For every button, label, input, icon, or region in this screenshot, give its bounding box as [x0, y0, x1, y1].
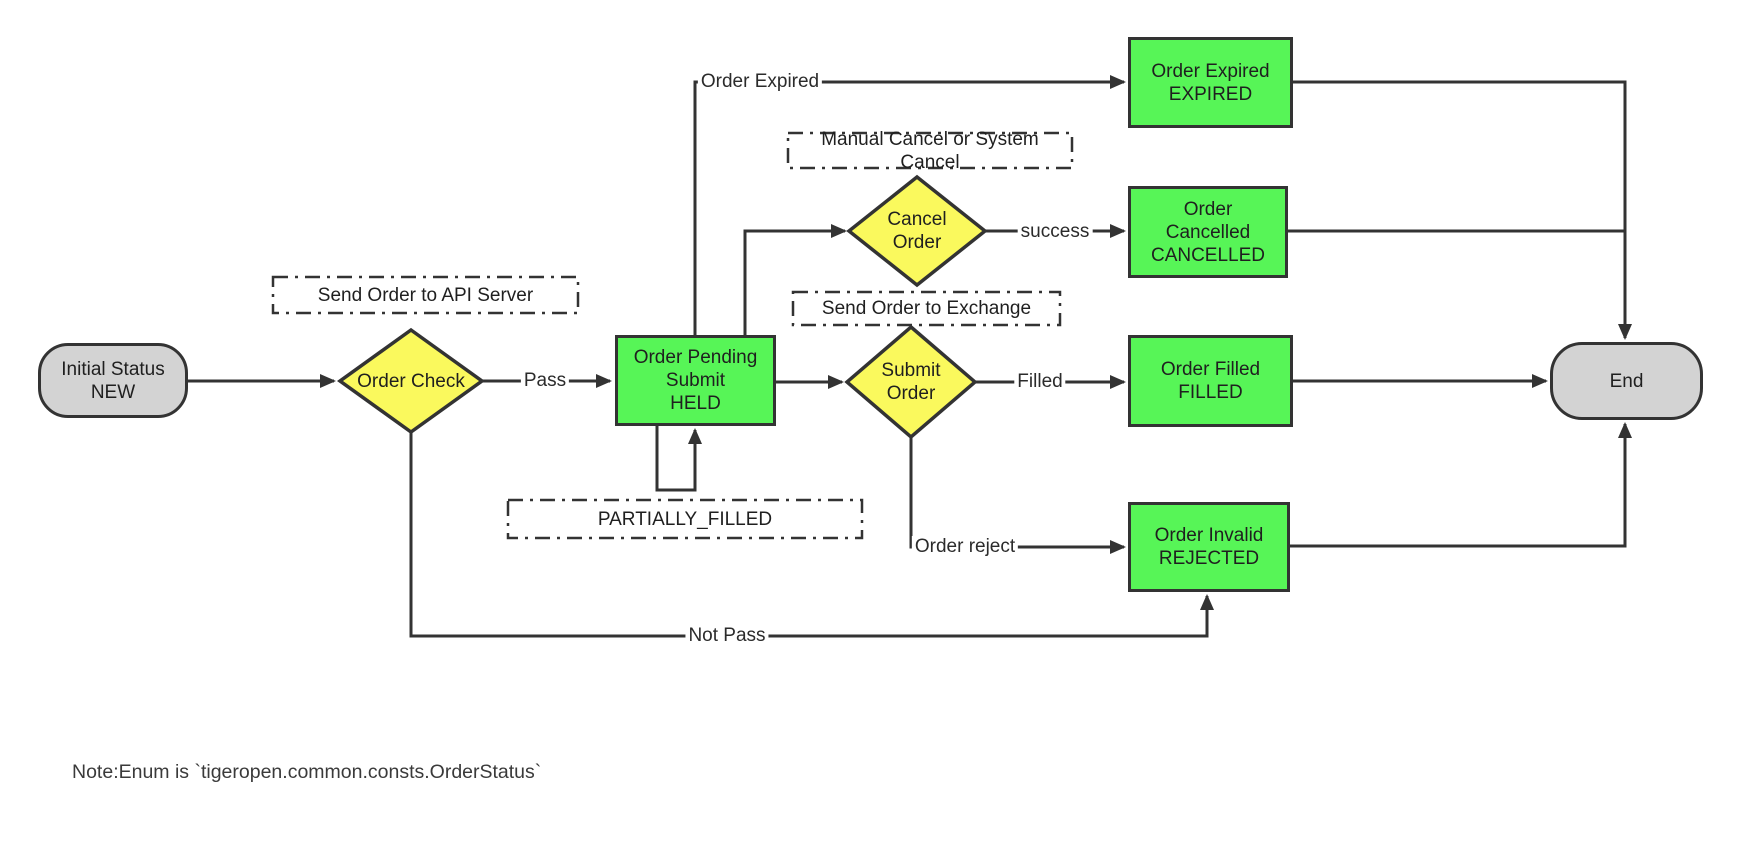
annotation-manual-cancel: Manual Cancel or System Cancel [788, 128, 1072, 174]
annotation-partially-filled: PARTIALLY_FILLED [508, 500, 862, 538]
annotation-text: Manual Cancel or System [821, 129, 1039, 150]
edge-notpass-to-rejected [409, 432, 1214, 638]
footnote: Note:Enum is `tigeropen.common.consts.Or… [72, 761, 542, 783]
annotation-exchange: Send Order to Exchange [793, 292, 1060, 325]
node-order-cancelled: Order Cancelled CANCELLED [1128, 186, 1288, 278]
edge-label-order-expired: Order Expired [697, 71, 823, 93]
edge-expired-to-end [1293, 80, 1632, 340]
decision-label-line: Submit [881, 360, 941, 381]
node-label-line: Submit [665, 370, 726, 391]
node-label-line: REJECTED [1158, 548, 1260, 569]
edge-label-not-pass: Not Pass [685, 625, 769, 647]
annotation-text: Cancel [900, 152, 960, 173]
edge-held-self-loop [655, 426, 702, 492]
edge-label-success: success [1017, 221, 1093, 243]
decision-label-submit-order: Submit Order [856, 359, 966, 405]
node-label-line: Order Expired [1151, 60, 1270, 82]
node-order-invalid: Order Invalid REJECTED [1128, 502, 1290, 592]
node-order-expired: Order Expired EXPIRED [1128, 37, 1293, 128]
annotation-text: PARTIALLY_FILLED [597, 508, 773, 530]
edge-label-order-reject: Order reject [911, 536, 1019, 558]
decision-label-line: Order Check [357, 371, 465, 392]
annotation-box-manual-cancel [786, 131, 1074, 170]
node-label-line: EXPIRED [1168, 83, 1253, 105]
node-label-line: Cancelled [1165, 221, 1251, 243]
node-label-line: FILLED [1178, 382, 1243, 403]
node-label-line: NEW [90, 381, 136, 403]
node-label-line: Order Invalid [1154, 525, 1264, 546]
annotation-text: Send Order to Exchange [821, 298, 1032, 319]
annotation-box-api-server [271, 275, 580, 315]
edge-submitorder-to-rejected [909, 437, 1126, 554]
node-order-filled: Order Filled FILLED [1128, 335, 1293, 427]
node-label-line: Order [1183, 198, 1233, 220]
decision-label-line: Order [892, 232, 942, 253]
edge-held-to-expired [693, 75, 1126, 335]
decision-label-line: Cancel [887, 209, 947, 230]
decision-label-cancel-order: Cancel Order [862, 208, 972, 254]
edge-label-filled: Filled [1014, 371, 1066, 393]
node-label-line: Initial Status [61, 358, 165, 380]
edge-label-pass: Pass [520, 370, 570, 392]
node-label-line: End [1609, 370, 1644, 392]
annotation-text: Send Order to API Server [317, 284, 534, 306]
node-initial-status: Initial Status NEW [38, 343, 188, 418]
node-label-line: CANCELLED [1150, 244, 1266, 266]
annotation-box-partially-filled [506, 498, 864, 540]
edge-rejected-to-end [1290, 422, 1632, 548]
node-end: End [1550, 342, 1703, 420]
decision-cancel-order [846, 174, 988, 288]
annotation-box-exchange [791, 290, 1062, 327]
annotation-api-server: Send Order to API Server [273, 277, 578, 313]
decision-order-check [337, 327, 485, 435]
node-label-line: Order Filled [1160, 359, 1261, 380]
node-label-line: Order Pending [633, 347, 758, 368]
edge-held-to-cancelorder [743, 224, 847, 335]
decision-submit-order [844, 324, 978, 440]
node-order-pending-submit: Order Pending Submit HELD [615, 335, 776, 426]
node-label-line: HELD [670, 393, 721, 414]
decision-label-line: Order [886, 383, 936, 404]
decision-label-order-check: Order Check [346, 370, 476, 393]
